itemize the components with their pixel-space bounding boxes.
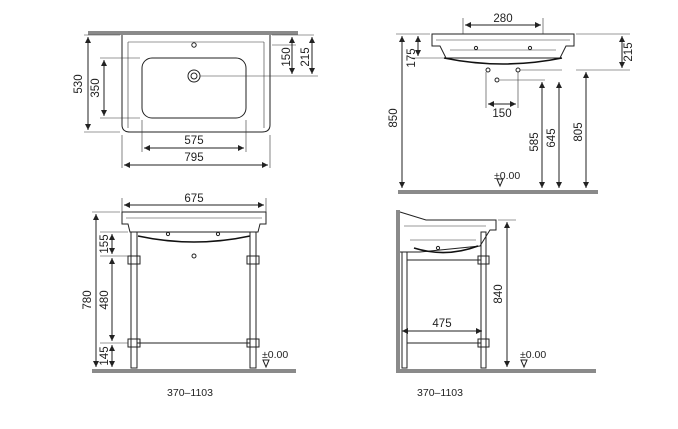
dim-front-780: 780	[82, 290, 94, 309]
dim-height-585: 585	[529, 132, 541, 151]
dim-side-height: 840	[493, 284, 505, 303]
top-view: 575 795 530 350 150 215	[73, 31, 318, 168]
product-code-side: 370–1103	[417, 387, 463, 399]
front-leg-right	[249, 231, 257, 369]
floor-line-side	[396, 369, 596, 373]
floor-level-front: ±0.00	[262, 349, 288, 361]
basin-outline	[121, 35, 271, 133]
waste-point-right	[515, 67, 521, 73]
dim-front-480: 480	[99, 290, 111, 309]
front-tap-right	[215, 231, 221, 237]
basin-profile	[431, 33, 575, 59]
side-waste	[435, 245, 441, 251]
front-ext-top	[121, 198, 267, 212]
waste-point-left	[485, 67, 491, 73]
dim-height-645: 645	[546, 128, 558, 147]
dim-front-155: 155	[99, 234, 111, 253]
wall-line-side	[396, 210, 400, 370]
installation-view: ±0.00 280 150 175 215 850 805 645 585	[388, 13, 635, 194]
tap-mark-left	[473, 45, 479, 51]
front-joint-right-top	[246, 255, 260, 265]
dim-waste-spacing: 150	[492, 108, 511, 120]
floor-line-small	[398, 190, 598, 194]
dim-front-145: 145	[99, 346, 111, 365]
wall-line	[88, 31, 298, 35]
bowl-outline	[141, 57, 247, 119]
dim-spacing-top: 280	[493, 13, 512, 25]
floor-marker-side	[520, 359, 528, 369]
side-basin-inner	[404, 225, 486, 241]
drain-hole	[187, 69, 201, 83]
front-basin-underside	[137, 235, 251, 243]
drain-inner	[190, 72, 198, 80]
front-waste	[191, 253, 197, 259]
floor-level-side: ±0.00	[520, 349, 546, 361]
small-ext-lines	[462, 18, 544, 108]
side-leg-front	[480, 231, 487, 369]
dim-front-width: 675	[184, 193, 203, 205]
dim-overall-width: 795	[184, 152, 203, 164]
waste-point-bottom	[494, 77, 500, 83]
front-tap-left	[165, 231, 171, 237]
dim-bowl-width: 575	[184, 135, 203, 147]
dim-right-depth: 215	[623, 42, 635, 61]
dim-side-depth: 475	[432, 318, 451, 330]
dim-left-depth: 175	[406, 48, 418, 67]
side-view: ±0.00 475 840 370–1103	[396, 210, 596, 399]
dim-tap-back: 150	[281, 47, 293, 66]
dim-outlet-back: 215	[300, 47, 312, 66]
dim-height-805: 805	[573, 122, 585, 141]
top-ext-lines	[121, 120, 271, 168]
front-view: ±0.00 675 780 155 480 145 370–1103	[82, 193, 296, 399]
tap-mark-right	[527, 45, 533, 51]
basin-rim	[127, 41, 265, 128]
basin-underside	[443, 57, 563, 65]
front-ext-left	[92, 211, 128, 344]
basin-profile-inner	[436, 39, 570, 51]
floor-line-front	[92, 369, 296, 373]
floor-marker-small	[496, 178, 504, 188]
dim-bowl-depth: 350	[90, 78, 102, 97]
tap-hole	[191, 42, 197, 48]
front-basin	[121, 211, 267, 233]
dim-total-height: 850	[388, 108, 400, 127]
side-leg-back	[401, 251, 408, 369]
side-basin-underside	[413, 245, 479, 254]
product-code-front: 370–1103	[167, 387, 213, 399]
floor-marker-front	[262, 359, 270, 369]
top-ext-lines-left	[84, 34, 140, 133]
front-joint-left-top	[127, 255, 141, 265]
front-leg-left	[130, 231, 138, 369]
dim-overall-depth: 530	[73, 74, 85, 93]
small-ext-lines-h	[396, 33, 630, 81]
